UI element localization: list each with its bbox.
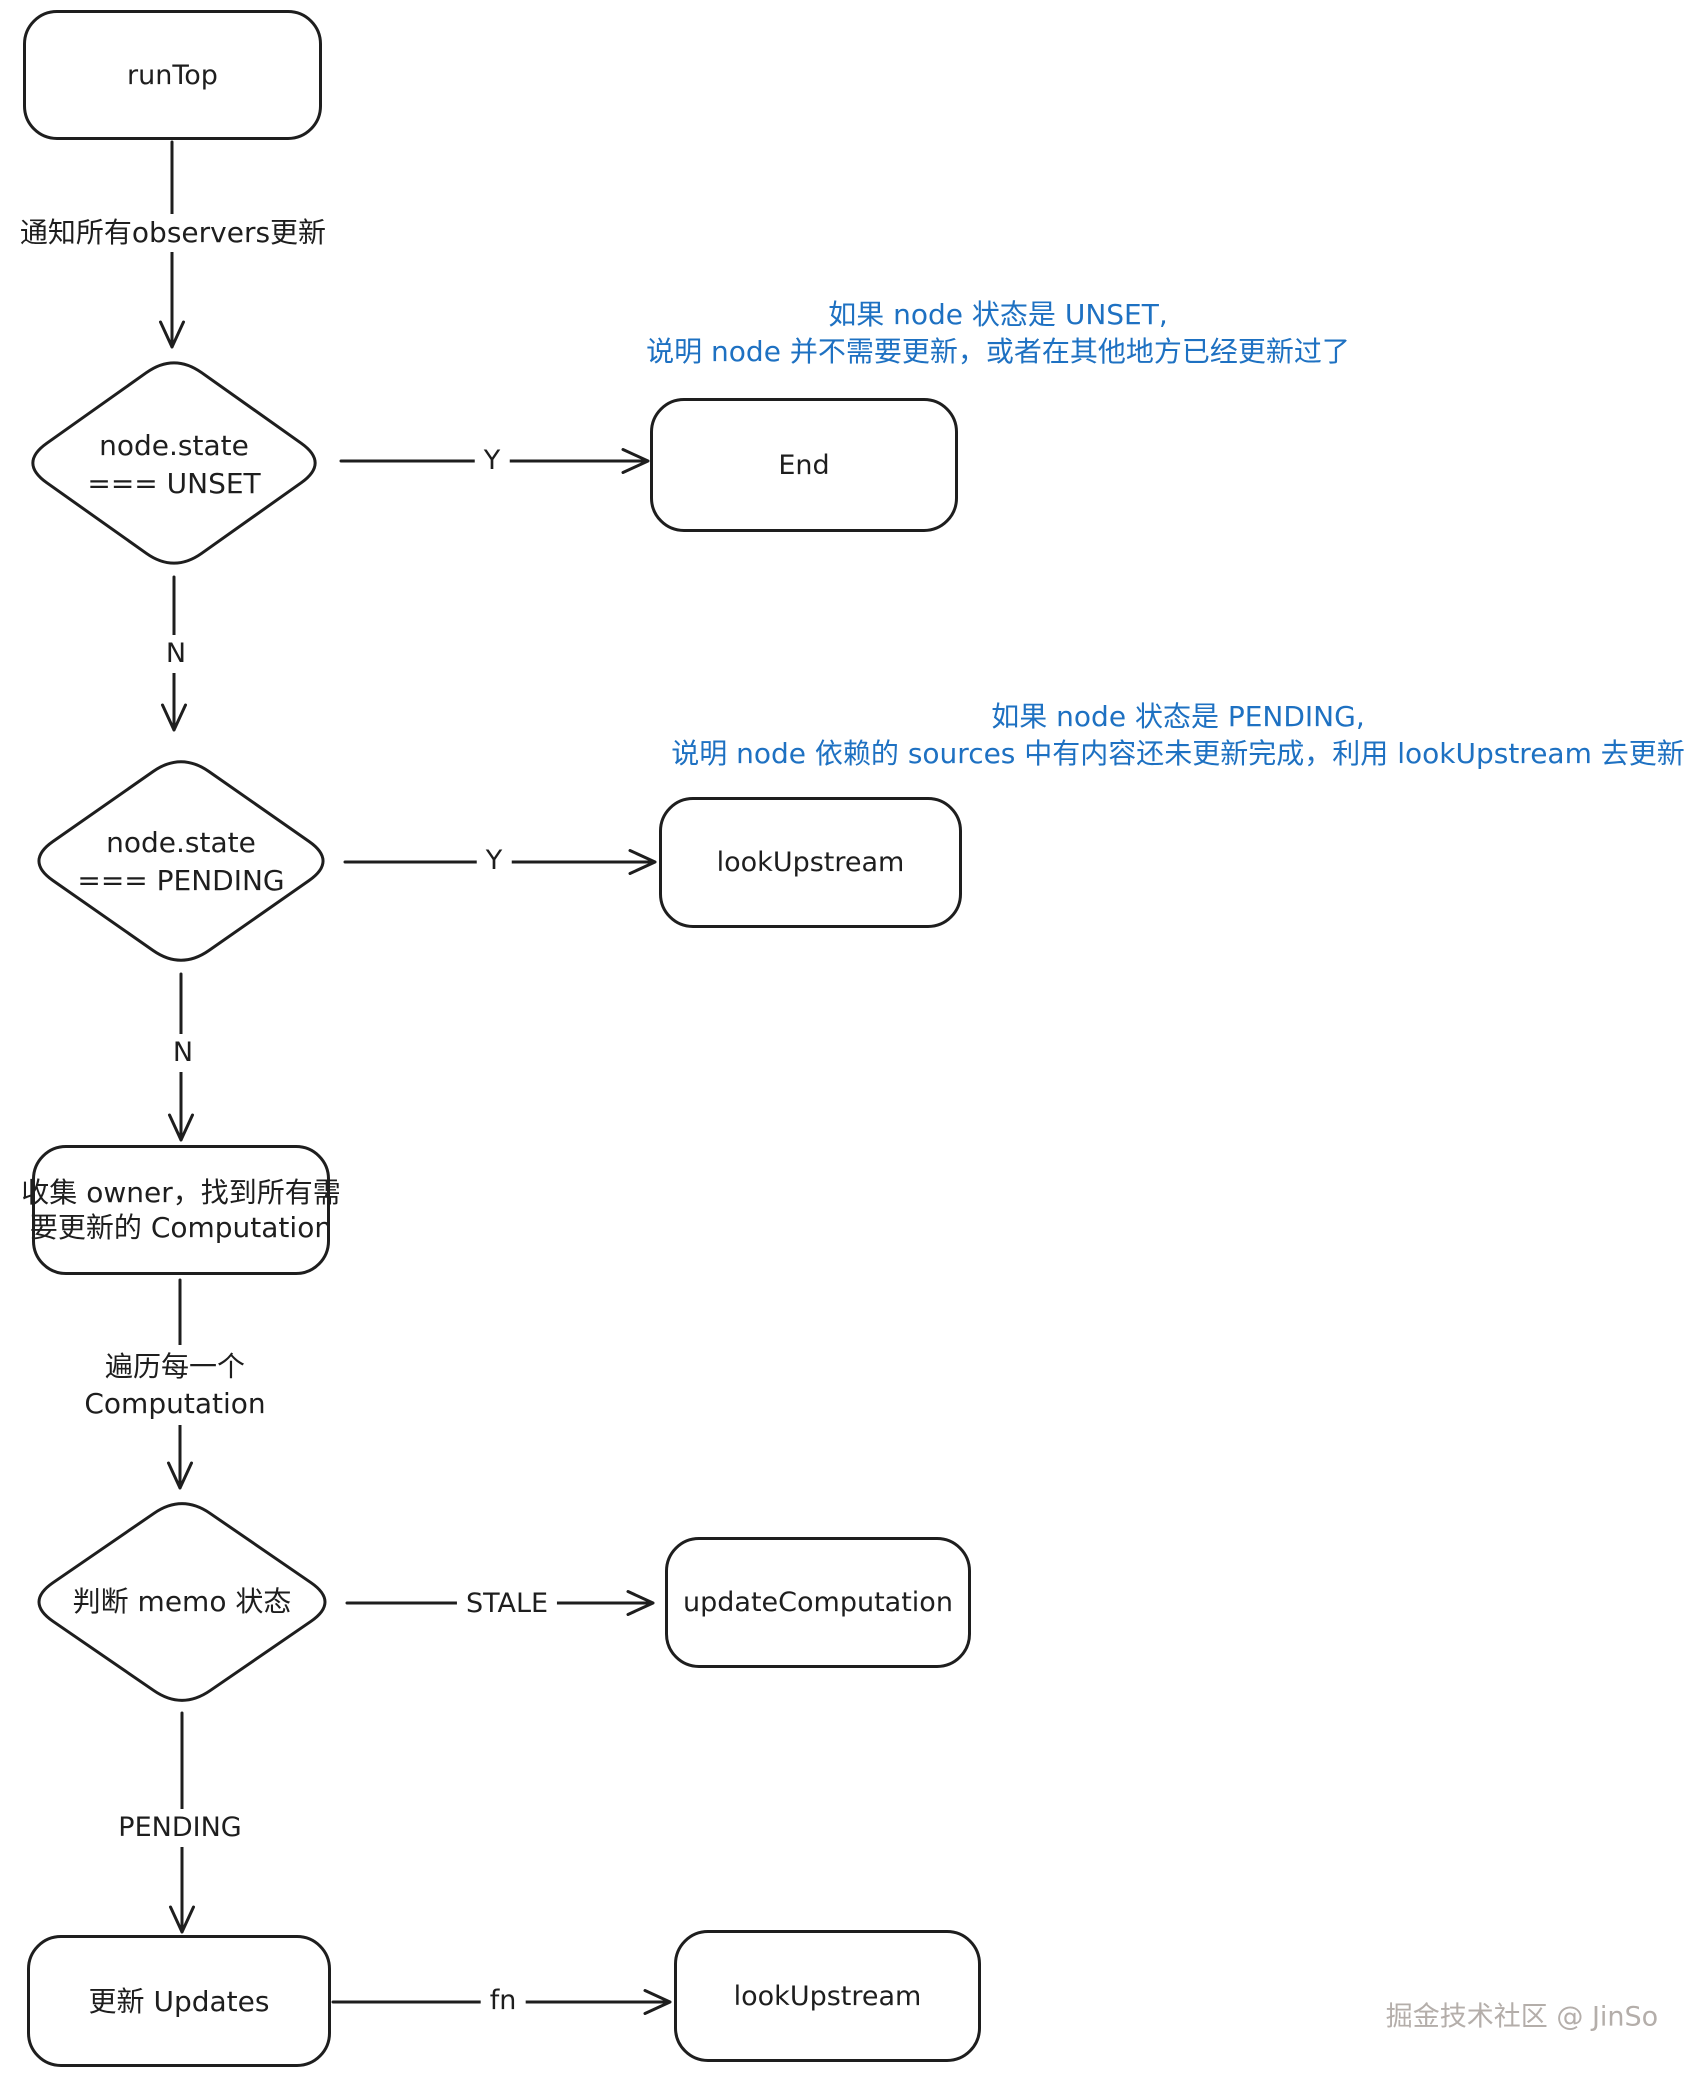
edge-label-memo-stale: STALE (456, 1585, 558, 1623)
edge-label-iterate-line1: 遍历每一个 (104, 1350, 245, 1383)
node-collect-owner-line2: 要更新的 Computation (29, 1211, 333, 1244)
node-run-top: runTop (23, 10, 322, 140)
edge-label-iterate-line2: Computation (84, 1387, 266, 1420)
edge-label-notify-observers: 通知所有observers更新 (10, 214, 336, 252)
diamond-memo-state (37, 1502, 327, 1702)
annotation-pending-note-line2: 说明 node 依赖的 sources 中有内容还未更新完成，利用 lookUp… (671, 737, 1685, 770)
decision-node-state-unset-text: node.state === UNSET (87, 427, 260, 503)
edge-label-unset-yes: Y (474, 442, 510, 480)
edge-label-pending-no: N (163, 1034, 203, 1072)
annotation-unset-note-line2: 说明 node 并不需要更新，或者在其他地方已经更新过了 (646, 335, 1350, 368)
decision-node-state-pending-text: node.state === PENDING (77, 824, 284, 900)
decision-unset-line1: node.state (99, 429, 249, 462)
node-update-updates: 更新 Updates (27, 1935, 331, 2067)
node-end-label: End (778, 449, 830, 481)
edge-label-memo-pending: PENDING (109, 1809, 251, 1847)
node-look-upstream-top: lookUpstream (659, 797, 962, 928)
node-update-computation: updateComputation (665, 1537, 971, 1668)
decision-memo-state-text: 判断 memo 状态 (72, 1585, 292, 1618)
edge-label-iterate: 遍历每一个 Computation (75, 1345, 275, 1425)
decision-pending-line1: node.state (106, 826, 256, 859)
watermark: 掘金技术社区 @ JinSo (1385, 2001, 1659, 2033)
annotation-unset-note-line1: 如果 node 状态是 UNSET, (828, 298, 1168, 331)
diamond-node-state-unset (31, 361, 317, 565)
node-look-upstream-bottom: lookUpstream (674, 1930, 981, 2062)
diamond-node-state-pending (37, 760, 325, 962)
decision-pending-line2: === PENDING (77, 864, 285, 897)
node-update-updates-label: 更新 Updates (88, 1984, 270, 2018)
node-look-upstream-top-label: lookUpstream (716, 847, 905, 878)
edge-label-unset-no: N (156, 635, 196, 673)
node-run-top-label: runTop (127, 59, 218, 91)
node-look-upstream-bottom-label: lookUpstream (733, 1980, 922, 2012)
annotation-pending-note: 如果 node 状态是 PENDING, 说明 node 依赖的 sources… (671, 698, 1685, 772)
edge-label-fn: fn (480, 1982, 526, 2020)
node-update-computation-label: updateComputation (683, 1587, 953, 1618)
annotation-unset-note: 如果 node 状态是 UNSET, 说明 node 并不需要更新，或者在其他地… (646, 296, 1350, 370)
edge-label-pending-yes: Y (476, 842, 512, 880)
node-collect-owner: 收集 owner，找到所有需 要更新的 Computation (21, 1145, 341, 1275)
node-end: End (650, 398, 958, 532)
decision-unset-line2: === UNSET (87, 467, 261, 500)
node-collect-owner-line1: 收集 owner，找到所有需 (21, 1176, 341, 1209)
annotation-pending-note-line1: 如果 node 状态是 PENDING, (991, 700, 1365, 733)
